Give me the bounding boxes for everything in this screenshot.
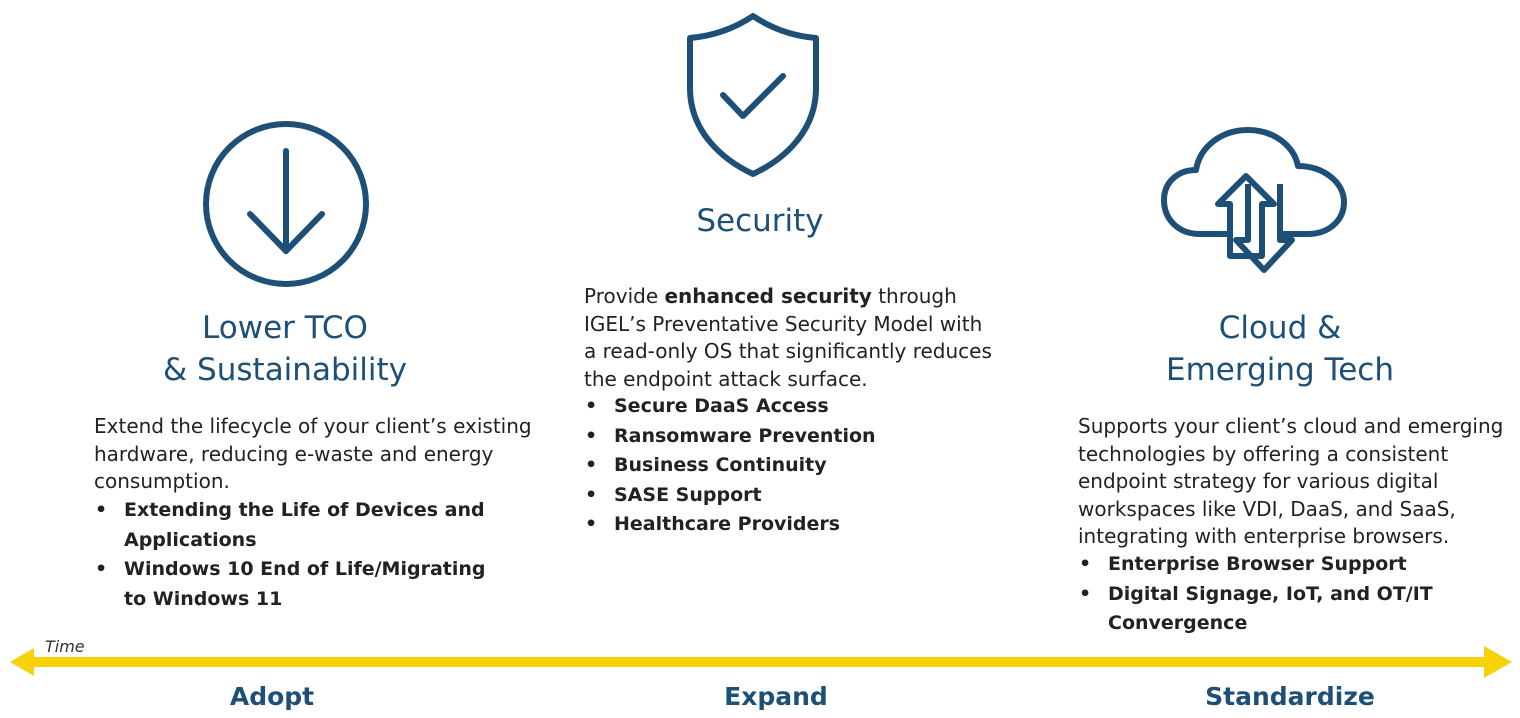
list-item: Secure DaaS Access bbox=[584, 392, 984, 422]
timeline-label: Time bbox=[45, 637, 85, 656]
description-text: Provide bbox=[584, 284, 665, 308]
column-title-security: Security bbox=[610, 200, 910, 242]
shield-check-icon bbox=[687, 13, 819, 177]
list-item: Business Continuity bbox=[584, 451, 984, 481]
stage-expand: Expand bbox=[724, 682, 828, 711]
list-item: Windows 10 End of Life/Migrating to Wind… bbox=[94, 555, 514, 614]
list-item: Enterprise Browser Support bbox=[1078, 550, 1498, 580]
title-line: & Sustainability bbox=[163, 352, 407, 388]
title-line: Cloud & bbox=[1218, 310, 1342, 346]
description-text: through IGEL’s Preventative Security Mod… bbox=[584, 284, 992, 391]
list-item: Digital Signage, IoT, and OT/IT Converge… bbox=[1078, 580, 1498, 639]
stage-standardize: Standardize bbox=[1205, 682, 1375, 711]
arrow-down-circle-icon bbox=[203, 121, 369, 287]
title-line: Emerging Tech bbox=[1166, 352, 1394, 388]
column-description-cloud: Supports your client’s cloud and emergin… bbox=[1078, 414, 1504, 548]
bullet-list-tco: Extending the Life of Devices and Applic… bbox=[94, 496, 514, 614]
column-description-tco: Extend the lifecycle of your client’s ex… bbox=[94, 414, 532, 493]
bullet-list-cloud: Enterprise Browser Support Digital Signa… bbox=[1078, 550, 1498, 639]
title-line: Lower TCO bbox=[202, 310, 368, 346]
timeline-arrow bbox=[10, 646, 1512, 678]
column-description-security: Provide enhanced security through IGEL’s… bbox=[584, 283, 994, 393]
stage-adopt: Adopt bbox=[229, 682, 315, 711]
bullet-list-security: Secure DaaS Access Ransomware Prevention… bbox=[584, 392, 984, 540]
list-item: Healthcare Providers bbox=[584, 510, 984, 540]
list-item: SASE Support bbox=[584, 481, 984, 511]
list-item: Extending the Life of Devices and Applic… bbox=[94, 496, 514, 555]
description-emphasis: enhanced security bbox=[664, 284, 872, 308]
list-item: Ransomware Prevention bbox=[584, 422, 984, 452]
column-title-tco: Lower TCO & Sustainability bbox=[130, 307, 440, 391]
column-title-cloud: Cloud & Emerging Tech bbox=[1130, 307, 1430, 391]
cloud-sync-icon bbox=[1161, 127, 1347, 273]
title-line: Security bbox=[696, 203, 824, 239]
